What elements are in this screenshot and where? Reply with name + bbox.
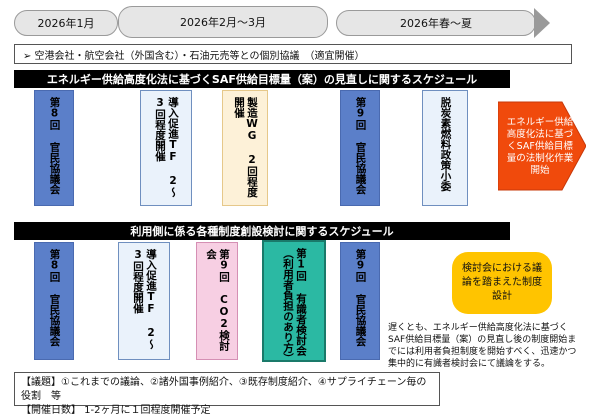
agenda-note: 【議題】①これまでの議論、②諸外国事例紹介、③既存制度紹介、④サプライチェーン毎… [14, 372, 440, 416]
section1-box-8th-council: 第8回 官民協議会 [34, 90, 74, 206]
timeline-spring-summer-label: 2026年春～夏 [400, 17, 472, 30]
section2-box-9th-council: 第9回 官民協議会 [340, 242, 380, 360]
system-design-box: 検討会における議論を踏まえた制度設計 [452, 252, 552, 314]
section2-box3-text: 第9回 CO2検討会 [205, 249, 230, 351]
individual-consultation-text: ➢ 空港会社・航空会社（外国含む）・石油元売等との個別協議 （適宜開催） [23, 50, 365, 62]
timeline-spring-summer: 2026年春～夏 [336, 10, 536, 36]
section1-box5-text: 脱炭素燃料政策小委 [439, 97, 452, 192]
legislation-start-label: エネルギー供給高度化法に基づくSAF供給目標量の法制化作業開始 [506, 117, 574, 176]
section2-box-8th-council: 第8回 官民協議会 [34, 242, 74, 360]
section1-box-promotion-tf: 導入促進TF 2～3回程度開催 [140, 90, 192, 206]
section2-title: 利用側に係る各種制度創設検討に関するスケジュール [130, 225, 394, 238]
section1-box1-text: 第8回 官民協議会 [48, 97, 61, 195]
legislation-start-text: エネルギー供給高度化法に基づくSAF供給目標量の法制化作業開始 [506, 104, 574, 190]
section1-title: エネルギー供給高度化法に基づくSAF供給目標量（案）の見直しに関するスケジュール [46, 73, 478, 86]
section1-title-bar: エネルギー供給高度化法に基づくSAF供給目標量（案）の見直しに関するスケジュール [14, 70, 510, 88]
section2-box2-text: 導入促進TF 2～3回程度開催 [132, 249, 157, 350]
section1-box4-text: 第9回 官民協議会 [354, 97, 367, 195]
section2-box-co2-meeting: 第9回 CO2検討会 [196, 242, 238, 360]
timeline-feb-mar-label: 2026年2月～3月 [180, 16, 266, 29]
timeline-feb-mar: 2026年2月～3月 [118, 6, 328, 38]
section2-box-promotion-tf: 導入促進TF 2～3回程度開催 [118, 242, 170, 360]
section2-box-expert-meeting: 第1回 有識者検討会 （利用者負担のあり方） [262, 240, 326, 364]
legislation-start-arrow-icon [498, 101, 586, 191]
section1-box-production-wg: 製造WG 2回程度開催 [222, 90, 268, 206]
section1-box-decarbon-subcommittee: 脱炭素燃料政策小委 [422, 90, 468, 206]
section1-box-9th-council: 第9回 官民協議会 [340, 90, 380, 206]
meeting-frequency-line: 【開催日数】 1-2ヶ月に１回程度開催予定 [21, 405, 211, 416]
expert-meeting-note: 遅くとも、エネルギー供給高度化法に基づくSAF供給目標量（案）の見直し後の制度開… [388, 322, 584, 376]
agenda-line: 【議題】①これまでの議論、②諸外国事例紹介、③既存制度紹介、④サプライチェーン毎… [21, 377, 427, 402]
section2-box5-text: 第9回 官民協議会 [354, 249, 367, 347]
section2-box1-text: 第8回 官民協議会 [48, 249, 61, 347]
individual-consultation-note: ➢ 空港会社・航空会社（外国含む）・石油元売等との個別協議 （適宜開催） [14, 44, 572, 64]
expert-meeting-note-text: 遅くとも、エネルギー供給高度化法に基づくSAF供給目標量（案）の見直し後の制度開… [388, 323, 577, 369]
section2-box4-text: 第1回 有識者検討会 （利用者負担のあり方） [282, 248, 307, 364]
section1-box3-text: 製造WG 2回程度開催 [233, 97, 258, 198]
timeline-jan-label: 2026年1月 [37, 17, 95, 30]
section2-title-bar: 利用側に係る各種制度創設検討に関するスケジュール [14, 222, 510, 240]
timeline-arrow-icon [534, 8, 550, 38]
section1-box2-text: 導入促進TF 2～3回程度開催 [154, 97, 179, 198]
timeline-jan: 2026年1月 [14, 10, 118, 36]
system-design-text: 検討会における議論を踏まえた制度設計 [462, 263, 542, 302]
